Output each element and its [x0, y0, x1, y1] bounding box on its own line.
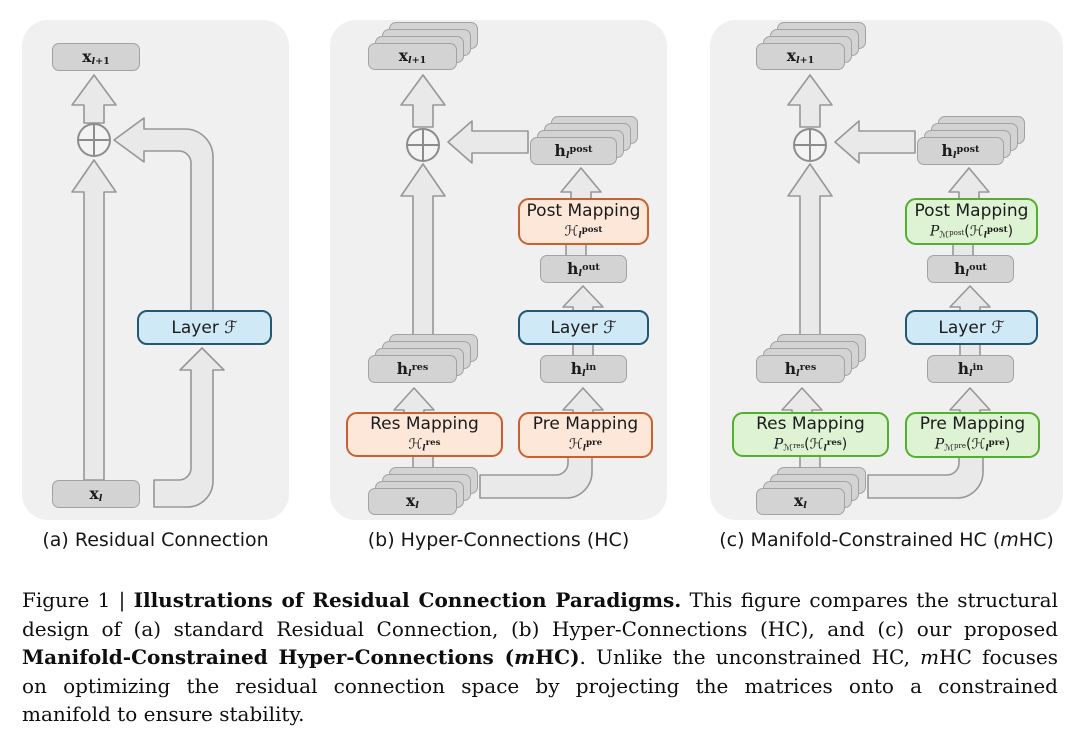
post-mapping-formula: ℋlpost: [564, 223, 603, 241]
caption-line: Figure 1 | Illustrations of Residual Con…: [22, 588, 1059, 612]
layer-f-label: Layer ℱ: [938, 317, 1005, 338]
h-res-label: hlres: [784, 358, 817, 380]
res-mapping-formula: ℋlres: [408, 436, 441, 454]
up-arrow-res-to-hres: [781, 387, 823, 416]
pre-mapping-box: Pre Mapping ℋlpre: [518, 412, 653, 458]
plus-circle-icon: [406, 128, 440, 162]
post-mapping-formula: Pℳpost(ℋlpost): [929, 223, 1014, 241]
layer-f-label: Layer ℱ: [171, 317, 238, 338]
x-l-label: xl: [794, 491, 807, 512]
h-in-box: hlin: [540, 355, 627, 383]
h-res-box: hlres: [756, 355, 845, 383]
x-l-box: xl: [52, 480, 140, 508]
res-mapping-box: Res Mapping Pℳres(ℋlres): [732, 412, 889, 457]
x-l-box: xl: [368, 488, 457, 515]
post-mapping-title: Post Mapping: [526, 200, 641, 221]
h-out-box: hlout: [540, 255, 627, 283]
up-arrow-post-to-hpost: [560, 167, 602, 201]
residual-up-arrow: [787, 163, 833, 337]
left-arrow-from-h-post: [834, 120, 916, 164]
layer-f-box: Layer ℱ: [905, 310, 1038, 345]
h-post-box: hlpost: [917, 137, 1004, 165]
pre-mapping-title: Pre Mapping: [532, 414, 639, 435]
layer-f-box: Layer ℱ: [518, 310, 649, 345]
post-mapping-title: Post Mapping: [914, 200, 1029, 221]
x-next-box: xl+1: [756, 43, 845, 70]
up-arrow-post-to-hpost: [948, 167, 990, 201]
plus-circle-icon: [793, 128, 827, 162]
layer-f-label: Layer ℱ: [550, 317, 617, 338]
h-out-label: hlout: [567, 258, 600, 280]
up-arrow-pre-to-hin: [949, 387, 991, 416]
caption-line: on optimizing the residual connection sp…: [22, 673, 1058, 698]
flow-arrows-a: [71, 74, 225, 508]
h-post-box: hlpost: [530, 137, 617, 165]
up-arrow-res-to-hres: [393, 387, 435, 416]
up-arrow-to-x-next: [71, 74, 117, 124]
post-mapping-box: Post Mapping ℋlpost: [518, 198, 649, 245]
pre-input-bent-arrow: [867, 455, 984, 499]
x-next-box: xl+1: [52, 43, 140, 71]
x-l-label: xl: [89, 483, 103, 505]
panel-residual-connection: xl+1 Layer ℱ xl: [22, 20, 289, 520]
h-res-box: hlres: [368, 355, 457, 383]
x-next-label: xl+1: [82, 46, 110, 68]
h-in-label: hlin: [570, 358, 597, 380]
pre-mapping-formula: ℋlpre: [568, 436, 603, 454]
pre-input-bent-arrow: [479, 455, 593, 499]
subcaption-a: (a) Residual Connection: [42, 529, 269, 551]
res-mapping-box: Res Mapping ℋlres: [346, 412, 503, 457]
caption-line: Manifold-Constrained Hyper-Connections (…: [22, 645, 1058, 670]
h-post-label: hlpost: [941, 140, 980, 162]
pre-mapping-formula: Pℳpre(ℋlpre): [934, 436, 1011, 454]
layer-output-bent-arrow: [113, 117, 214, 313]
up-arrow-to-x-next: [787, 74, 833, 128]
res-mapping-title: Res Mapping: [370, 413, 479, 434]
pre-mapping-title: Pre Mapping: [919, 414, 1026, 435]
h-out-label: hlout: [954, 258, 987, 280]
layer-f-box: Layer ℱ: [137, 310, 272, 345]
left-arrow-from-h-post: [447, 120, 529, 164]
h-post-label: hlpost: [554, 140, 593, 162]
h-in-label: hlin: [957, 358, 984, 380]
layer-input-bent-arrow: [153, 347, 225, 508]
up-arrow-to-x-next: [400, 74, 446, 128]
up-arrow-layer-to-hout: [562, 285, 604, 313]
x-next-label: xl+1: [786, 46, 815, 67]
x-next-box: xl+1: [368, 43, 457, 70]
x-l-label: xl: [406, 491, 419, 512]
caption-line: manifold to ensure stability.: [22, 702, 305, 727]
res-mapping-formula: Pℳres(ℋlres): [773, 436, 848, 454]
up-arrow-layer-to-hout: [949, 285, 991, 313]
residual-up-arrow: [71, 159, 117, 481]
x-l-box: xl: [756, 488, 845, 515]
subcaption-b: (b) Hyper-Connections (HC): [367, 529, 630, 551]
h-in-box: hlin: [927, 355, 1014, 383]
up-arrow-pre-to-hin: [562, 387, 604, 416]
residual-up-arrow: [400, 163, 446, 337]
caption-line: design of (a) standard Residual Connecti…: [22, 616, 1058, 641]
x-next-label: xl+1: [398, 46, 427, 67]
pre-mapping-box: Pre Mapping Pℳpre(ℋlpre): [905, 412, 1040, 458]
h-res-label: hlres: [396, 358, 429, 380]
panel-hyper-connections: xl+1 hlpost Post Mapping ℋlpost hlout La…: [330, 20, 667, 520]
plus-circle-icon: [77, 123, 111, 157]
figure-caption: Figure 1 | Illustrations of Residual Con…: [22, 586, 1058, 729]
post-mapping-box: Post Mapping Pℳpost(ℋlpost): [905, 198, 1038, 245]
panel-manifold-constrained-hc: xl+1 hlpost Post Mapping Pℳpost(ℋlpost) …: [710, 20, 1063, 520]
res-mapping-title: Res Mapping: [756, 413, 865, 434]
h-out-box: hlout: [927, 255, 1014, 283]
